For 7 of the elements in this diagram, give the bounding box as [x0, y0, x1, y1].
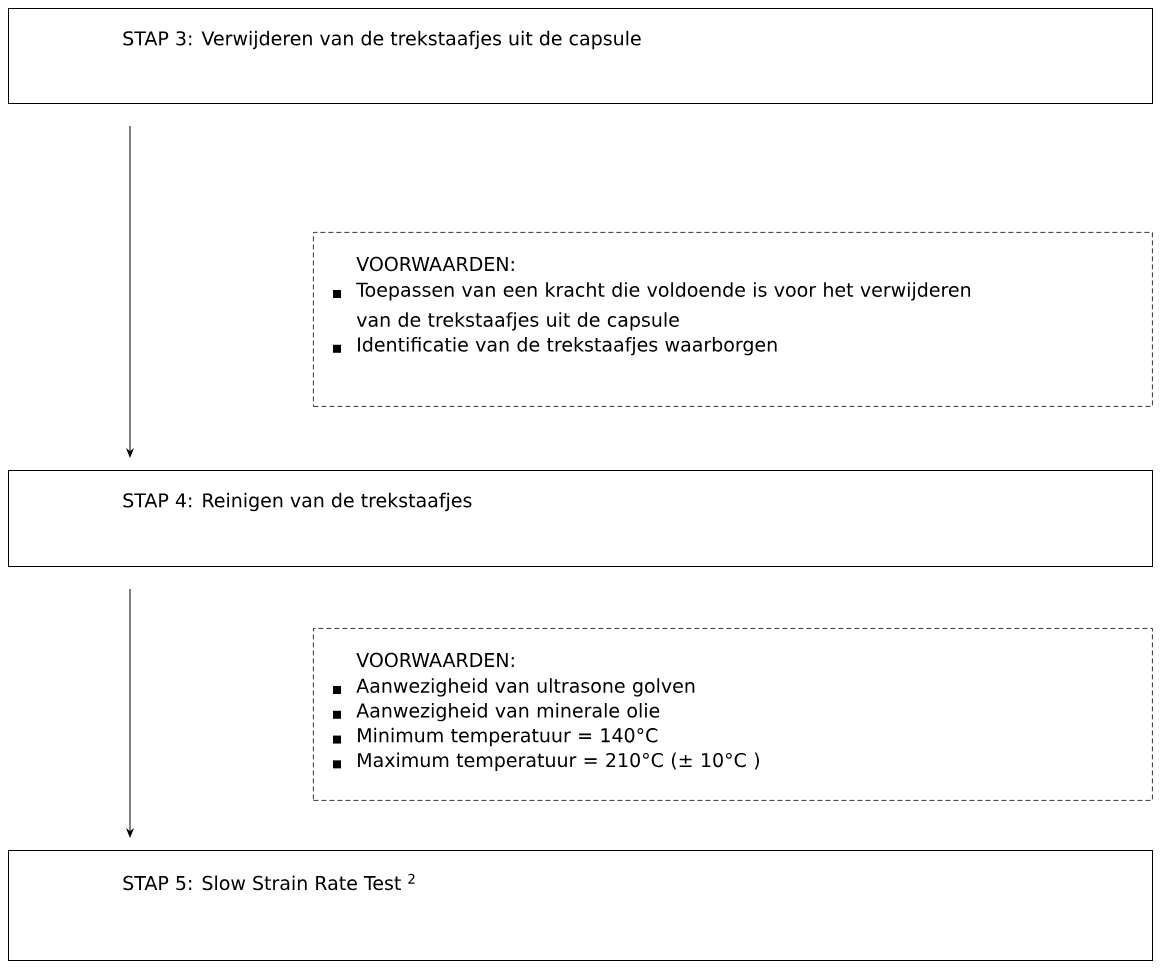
arrow [126, 125, 134, 458]
process-box: STAP 3: Verwijderen van de trekstaafjes uit de capsule [8, 8, 1153, 104]
arrow [126, 588, 134, 838]
condition-box: VOORWAARDEN: Aanwezigheid van ultrasone golven Aanwezigheid van minerale olie Minimum temperatuur = 140°C Maximum temperatuur = 210°C (± 10°C ) [313, 628, 1153, 801]
condition-box: VOORWAARDEN: Toepassen van een kracht die voldoende is voor het verwijderen van de trekstaafjes uit de capsule Identificatie van de trekstaafjes waarborgen [313, 232, 1153, 407]
process-box: STAP 4: Reinigen van de trekstaafjes [8, 470, 1153, 567]
process-box: STAP 5: Slow Strain Rate Test $^{2}$ [8, 850, 1153, 961]
